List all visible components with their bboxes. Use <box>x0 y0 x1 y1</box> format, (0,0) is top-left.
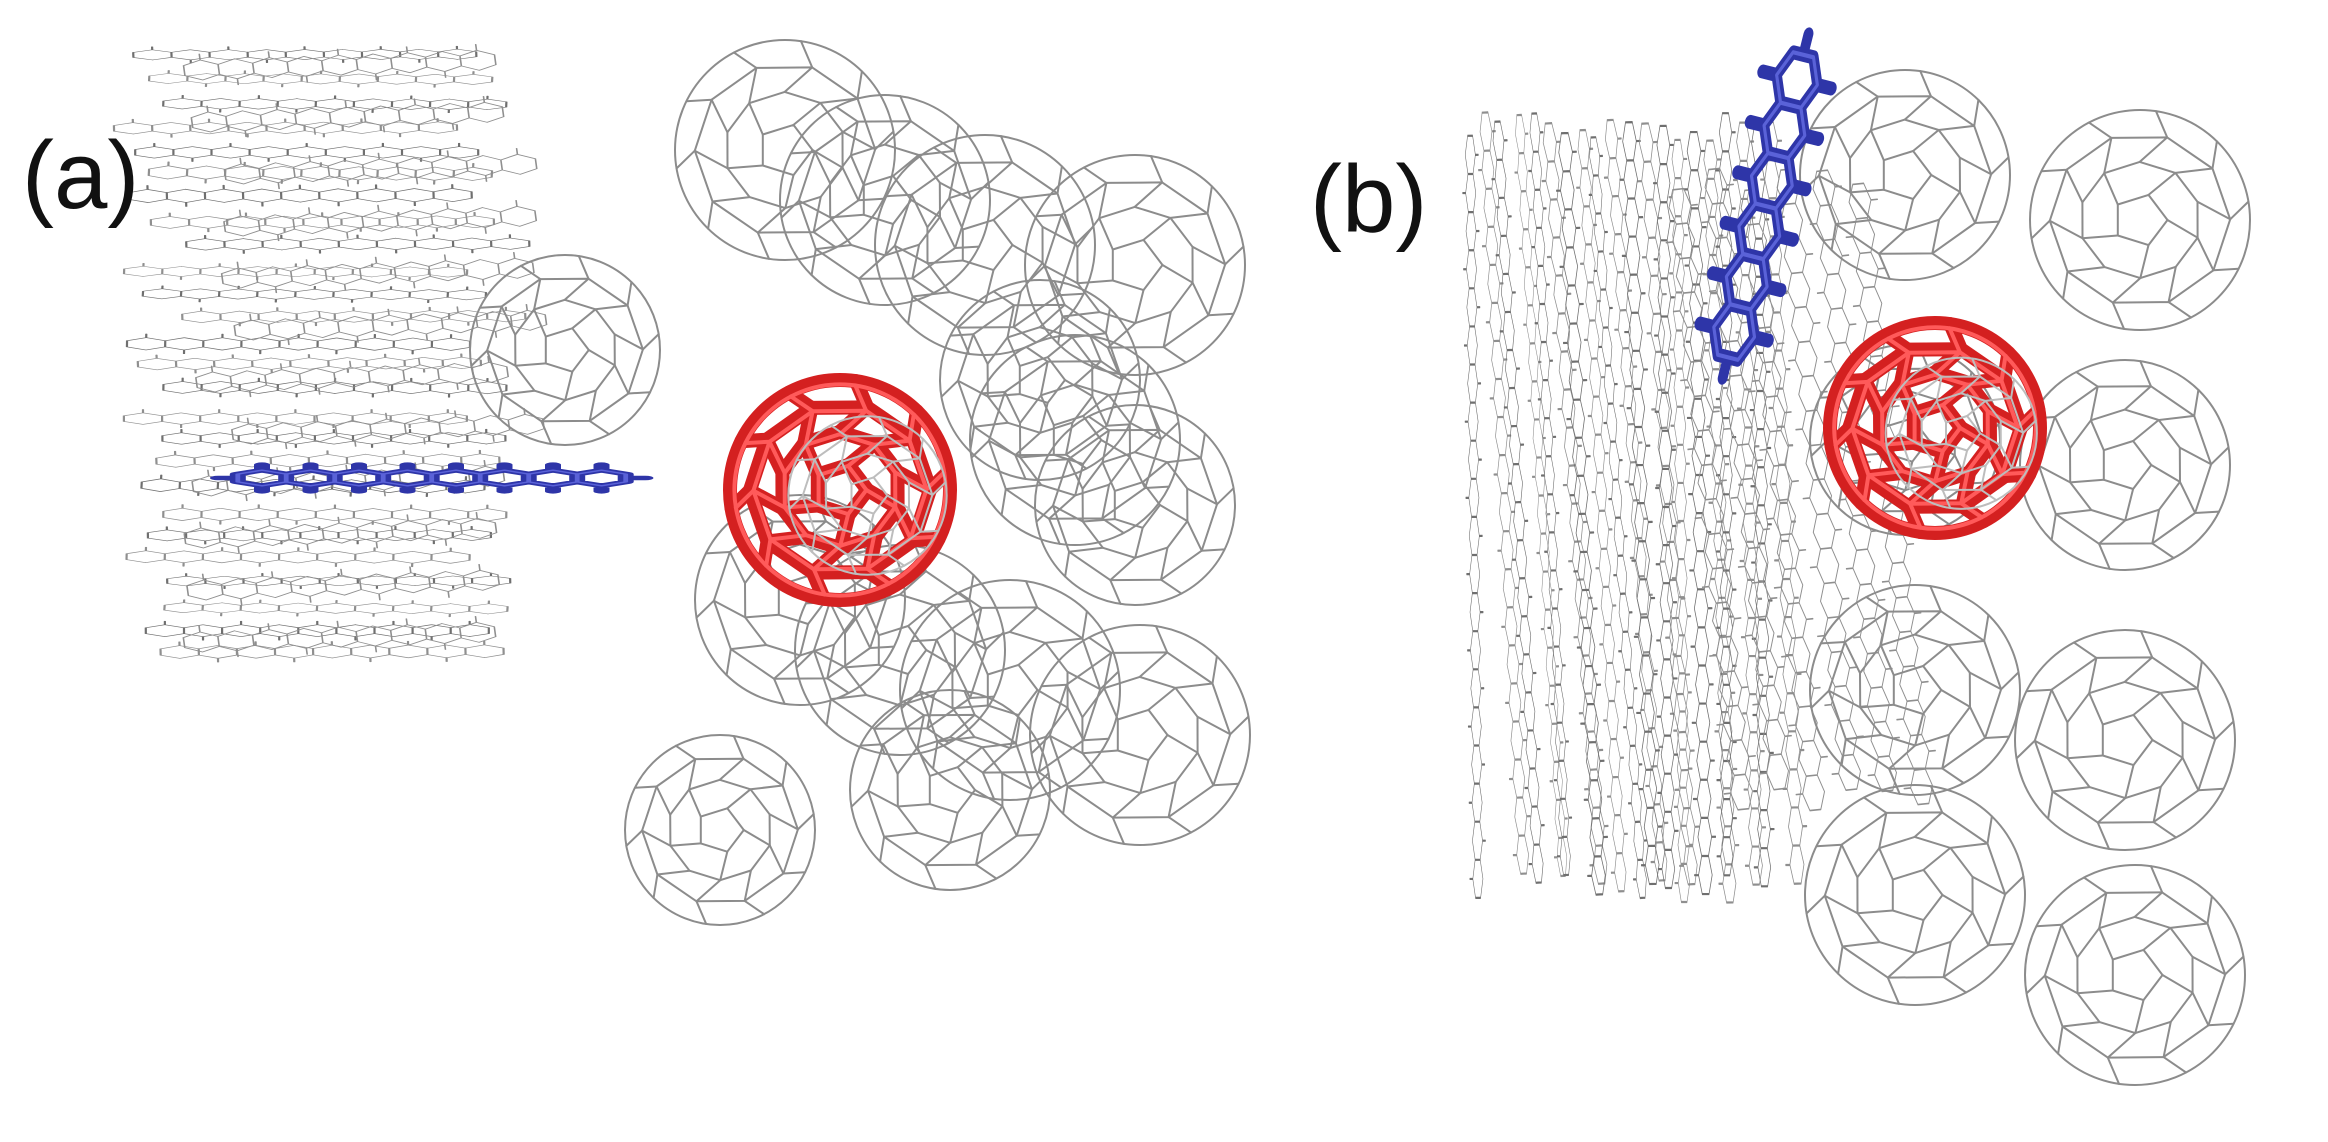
graphitic-sheet <box>1556 131 1608 896</box>
fullerene-cage <box>874 134 1096 356</box>
graphitic-sheet <box>1653 124 1679 890</box>
fullerene-cage <box>1809 584 2021 796</box>
graphitic-sheet <box>136 353 483 374</box>
red-fullerene-a <box>723 373 957 607</box>
panel-b-planar-guest-molecule <box>1694 27 1837 385</box>
panel-b-guest-fullerene <box>1823 316 2047 540</box>
graphitic-sheet <box>122 409 469 429</box>
panel-b-label: (b) <box>1310 146 1427 253</box>
graphitic-sheet <box>1665 187 1756 811</box>
fullerene-cage <box>849 689 1051 891</box>
graphitic-sheet <box>183 511 498 554</box>
graphitic-sheet <box>1619 121 1663 886</box>
graphitic-sheet <box>125 546 471 568</box>
fullerene-cage <box>694 494 906 706</box>
planar-guest-tilted <box>1694 27 1837 385</box>
fullerene-cage <box>1029 624 1251 846</box>
fullerene-cage <box>1034 404 1236 606</box>
fullerene-cage <box>624 734 816 926</box>
graphitic-sheet <box>1478 111 1531 875</box>
graphitic-sheet <box>144 620 490 641</box>
graphitic-sheet <box>163 599 509 618</box>
graphitic-sheet <box>190 95 505 138</box>
graphitic-sheet <box>141 285 488 304</box>
fullerene-cage <box>2014 629 2236 851</box>
guest-fullerene-highlight <box>1832 325 2038 531</box>
panel-a-fullerene-cages <box>469 39 1251 926</box>
panel-a: (a) <box>22 39 1251 926</box>
graphitic-sheet <box>162 504 508 525</box>
graphitic-sheet <box>1528 112 1573 877</box>
panel-b: (b) <box>1310 27 2251 1086</box>
fullerene-cage <box>469 254 661 446</box>
panel-a-label: (a) <box>22 122 139 229</box>
overlay-cage-wire <box>1884 356 2038 510</box>
graphitic-sheet <box>1491 120 1545 884</box>
graphitic-sheet <box>147 70 494 88</box>
graphitic-sheet <box>220 251 535 294</box>
planar-guest-edge-on <box>210 462 654 494</box>
overlay-cage-wire <box>787 415 948 576</box>
fullerene-cage <box>1024 154 1246 376</box>
panel-b-fullerene-cages <box>1799 69 2251 1086</box>
graphitic-sheet <box>162 94 508 114</box>
graphitic-sheet <box>185 234 531 254</box>
graphitic-sheet <box>223 199 538 242</box>
panel-a-guest-fullerene <box>723 373 957 607</box>
graphitic-sheet <box>112 118 459 138</box>
fullerene-cage <box>2029 109 2251 331</box>
graphitic-sheet <box>132 45 478 64</box>
graphitic-sheet <box>181 306 527 327</box>
graphitic-sheet <box>182 43 497 86</box>
graphitic-sheet <box>182 615 497 658</box>
red-fullerene-b <box>1823 316 2047 540</box>
graphitic-sheet <box>1514 113 1568 878</box>
graphitic-sheet <box>1576 128 1628 893</box>
fullerene-cage <box>1799 69 2011 281</box>
fullerene-cage <box>2024 864 2246 1086</box>
graphitic-sheet <box>186 563 501 606</box>
graphitic-sheet <box>155 449 501 472</box>
graphitic-sheet <box>1462 134 1486 899</box>
graphitic-sheet <box>166 572 512 590</box>
fullerene-cage <box>939 279 1141 481</box>
graphitic-sheet <box>223 147 538 190</box>
graphitic-sheet <box>127 184 473 207</box>
graphitic-sheet <box>1588 136 1648 900</box>
fullerene-cage <box>1804 784 2026 1006</box>
panel-a-planar-guest-molecule <box>210 462 654 494</box>
graphitic-sheet <box>134 142 480 162</box>
graphitic-sheet <box>149 211 496 233</box>
graphitic-sheet <box>1541 122 1609 885</box>
graphitic-sheet <box>233 303 548 346</box>
